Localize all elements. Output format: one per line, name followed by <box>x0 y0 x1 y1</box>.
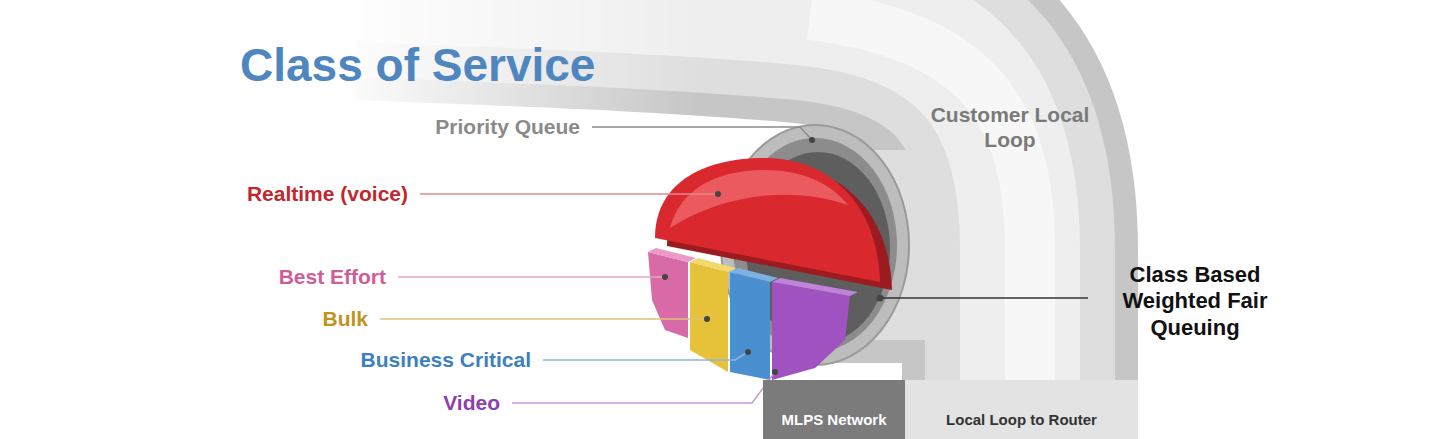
leader-dot <box>662 274 668 280</box>
bulk-top <box>690 258 736 272</box>
network-band: Local Loop to Router <box>905 380 1138 439</box>
leader-line <box>512 372 775 403</box>
diagram-title: Class of Service <box>240 38 595 93</box>
best-effort-top <box>648 248 696 262</box>
realtime-segment <box>655 158 880 282</box>
callout-label: Bulk <box>322 306 368 331</box>
leader-line <box>543 352 748 360</box>
leader-dot <box>772 369 778 375</box>
callout-label: Realtime (voice) <box>247 181 408 206</box>
leader-dot <box>715 191 721 197</box>
callout-label: Class Based Weighted Fair Queuing <box>1095 262 1295 341</box>
leader-line <box>592 127 812 140</box>
best-effort-segment <box>648 252 688 338</box>
callout-label: Business Critical <box>361 347 531 372</box>
video-segment <box>772 282 850 380</box>
video-top <box>772 278 858 296</box>
leader-dot <box>745 349 751 355</box>
network-band: MLPS Network <box>763 380 905 439</box>
leader-dot <box>809 137 815 143</box>
business-critical-top <box>730 268 778 282</box>
callout-label: Video <box>443 390 500 415</box>
leader-line <box>380 318 707 320</box>
callout-label: Priority Queue <box>435 114 580 139</box>
bulk-segment <box>690 262 728 372</box>
business-critical-segment <box>730 272 770 380</box>
callout-label: Customer Local Loop <box>930 102 1090 152</box>
leader-line <box>880 297 1088 299</box>
realtime-highlight <box>670 170 848 228</box>
leader-dot <box>877 295 884 302</box>
leader-dot <box>704 316 710 322</box>
callout-label: Best Effort <box>279 264 386 289</box>
band-label: Local Loop to Router <box>946 411 1097 429</box>
leader-line <box>420 193 718 195</box>
leader-line <box>398 276 665 278</box>
band-label: MLPS Network <box>781 411 886 429</box>
leader-dots <box>662 137 884 375</box>
